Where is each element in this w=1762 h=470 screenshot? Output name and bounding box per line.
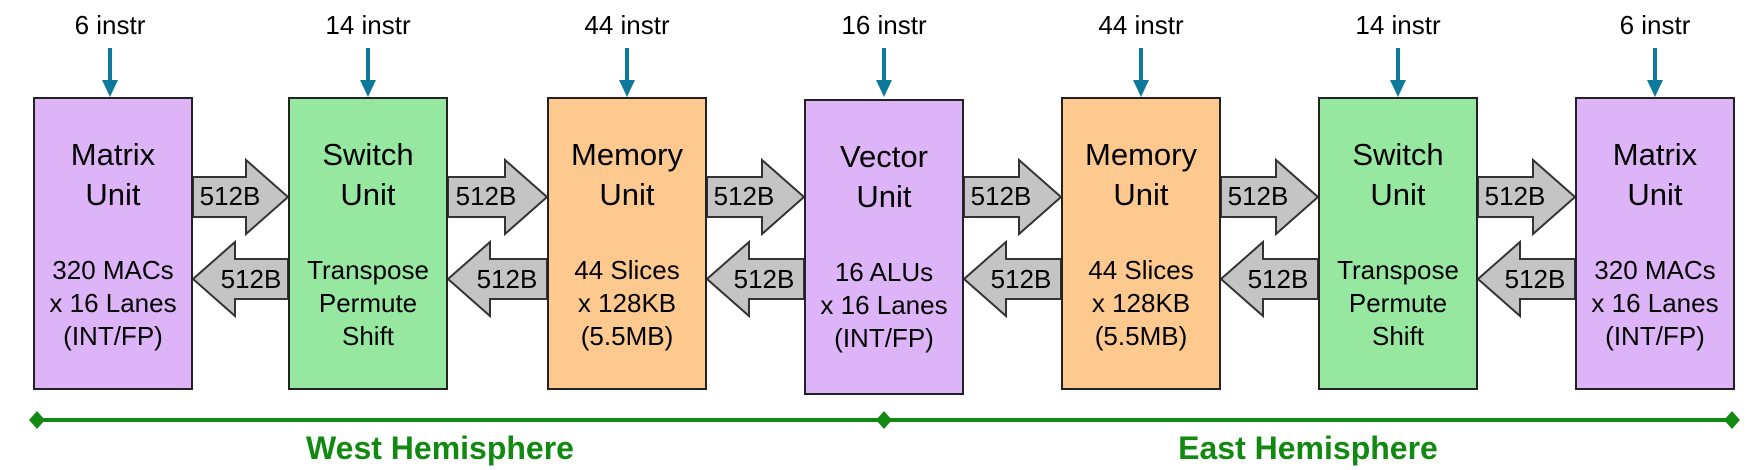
- unit-detail-1: Transpose: [1337, 255, 1459, 285]
- unit-detail-1: 16 ALUs: [834, 257, 934, 287]
- unit-name-line2: Unit: [340, 177, 396, 212]
- instruction-arrow-3: [876, 48, 892, 97]
- instruction-arrow-2: [619, 48, 635, 97]
- unit-detail-3: (INT/FP): [834, 323, 934, 353]
- link-label-right-1: 512B: [455, 181, 517, 211]
- unit-detail-2: Permute: [318, 288, 418, 318]
- unit-name-line2: Unit: [1113, 177, 1169, 212]
- instruction-arrow-1: [360, 48, 376, 97]
- hemisphere-marker-2: [1724, 411, 1740, 429]
- unit-detail-1: 44 Slices: [574, 255, 680, 285]
- link-label-left-0: 512B: [220, 264, 282, 294]
- instruction-arrows: [102, 48, 1663, 97]
- unit-name-line2: Unit: [1627, 177, 1683, 212]
- instr-count-5: 14 instr: [1355, 10, 1441, 40]
- instruction-arrow-6: [1647, 48, 1663, 97]
- instruction-arrow-head: [1390, 80, 1406, 97]
- unit-detail-3: (5.5MB): [1094, 321, 1188, 351]
- link-arrow-left-2: [705, 239, 805, 319]
- instruction-arrow-head: [876, 80, 892, 97]
- unit-detail-2: Permute: [1348, 288, 1448, 318]
- unit-name-line1: Vector: [840, 139, 928, 174]
- unit-detail-3: Shift: [1371, 321, 1425, 351]
- unit-detail-1: Transpose: [307, 255, 429, 285]
- unit-detail-3: (INT/FP): [1605, 321, 1705, 351]
- unit-detail-2: x 16 Lanes: [820, 290, 948, 320]
- instruction-arrow-5: [1390, 48, 1406, 97]
- instr-count-1: 14 instr: [325, 10, 411, 40]
- unit-detail-1: 320 MACs: [1594, 255, 1716, 285]
- unit-name-line2: Unit: [1370, 177, 1426, 212]
- unit-name-line1: Switch: [1352, 137, 1444, 172]
- link-arrows: [191, 157, 1577, 319]
- unit-detail-2: x 16 Lanes: [49, 288, 177, 318]
- instruction-arrow-head: [619, 80, 635, 97]
- unit-detail-1: 44 Slices: [1088, 255, 1194, 285]
- instruction-arrow-head: [1647, 80, 1663, 97]
- link-arrow-right-0: [192, 157, 290, 237]
- unit-detail-3: (5.5MB): [580, 321, 674, 351]
- hemisphere-line: [29, 411, 1740, 429]
- link-arrow-left-5: [1476, 239, 1576, 319]
- unit-detail-2: x 128KB: [1091, 288, 1191, 318]
- hemisphere-marker-1: [876, 411, 892, 429]
- link-arrow-right-3: [963, 157, 1063, 237]
- unit-detail-1: 320 MACs: [52, 255, 174, 285]
- link-label-left-2: 512B: [733, 264, 795, 294]
- link-label-right-0: 512B: [199, 181, 261, 211]
- link-label-left-1: 512B: [476, 264, 538, 294]
- link-arrow-right-2: [706, 157, 806, 237]
- link-arrow-right-5: [1477, 157, 1577, 237]
- link-label-right-5: 512B: [1484, 181, 1546, 211]
- link-arrow-left-1: [446, 239, 548, 319]
- instruction-arrow-head: [102, 80, 118, 97]
- link-arrow-right-1: [447, 157, 549, 237]
- instruction-arrow-head: [360, 80, 376, 97]
- link-arrow-left-3: [962, 239, 1062, 319]
- instruction-arrow-head: [1133, 80, 1149, 97]
- unit-name-line1: Switch: [322, 137, 414, 172]
- link-label-left-4: 512B: [1247, 264, 1309, 294]
- instruction-arrow-4: [1133, 48, 1149, 97]
- unit-name-line1: Matrix: [70, 137, 156, 172]
- instr-count-6: 6 instr: [1619, 10, 1691, 40]
- link-label-left-5: 512B: [1504, 264, 1566, 294]
- unit-detail-3: (INT/FP): [63, 321, 163, 351]
- instruction-arrow-0: [102, 48, 118, 97]
- instr-count-2: 44 instr: [584, 10, 670, 40]
- east-hemisphere-label: East Hemisphere: [1178, 430, 1438, 466]
- unit-name-line1: Matrix: [1612, 137, 1698, 172]
- unit-name-line1: Memory: [1085, 137, 1197, 172]
- link-arrow-left-4: [1219, 239, 1319, 319]
- instr-count-0: 6 instr: [74, 10, 146, 40]
- unit-detail-2: x 128KB: [577, 288, 677, 318]
- unit-detail-3: Shift: [341, 321, 395, 351]
- hemisphere-marker-0: [29, 411, 45, 429]
- link-label-right-2: 512B: [713, 181, 775, 211]
- instr-count-3: 16 instr: [841, 10, 927, 40]
- unit-name-line2: Unit: [85, 177, 141, 212]
- unit-name-line2: Unit: [599, 177, 655, 212]
- unit-name-line1: Memory: [571, 137, 683, 172]
- unit-name-line2: Unit: [856, 179, 912, 214]
- link-label-right-4: 512B: [1227, 181, 1289, 211]
- unit-detail-2: x 16 Lanes: [1591, 288, 1719, 318]
- instr-count-4: 44 instr: [1098, 10, 1184, 40]
- link-label-left-3: 512B: [990, 264, 1052, 294]
- west-hemisphere-label: West Hemisphere: [306, 430, 574, 466]
- link-label-right-3: 512B: [970, 181, 1032, 211]
- link-arrow-left-0: [191, 239, 289, 319]
- link-arrow-right-4: [1220, 157, 1320, 237]
